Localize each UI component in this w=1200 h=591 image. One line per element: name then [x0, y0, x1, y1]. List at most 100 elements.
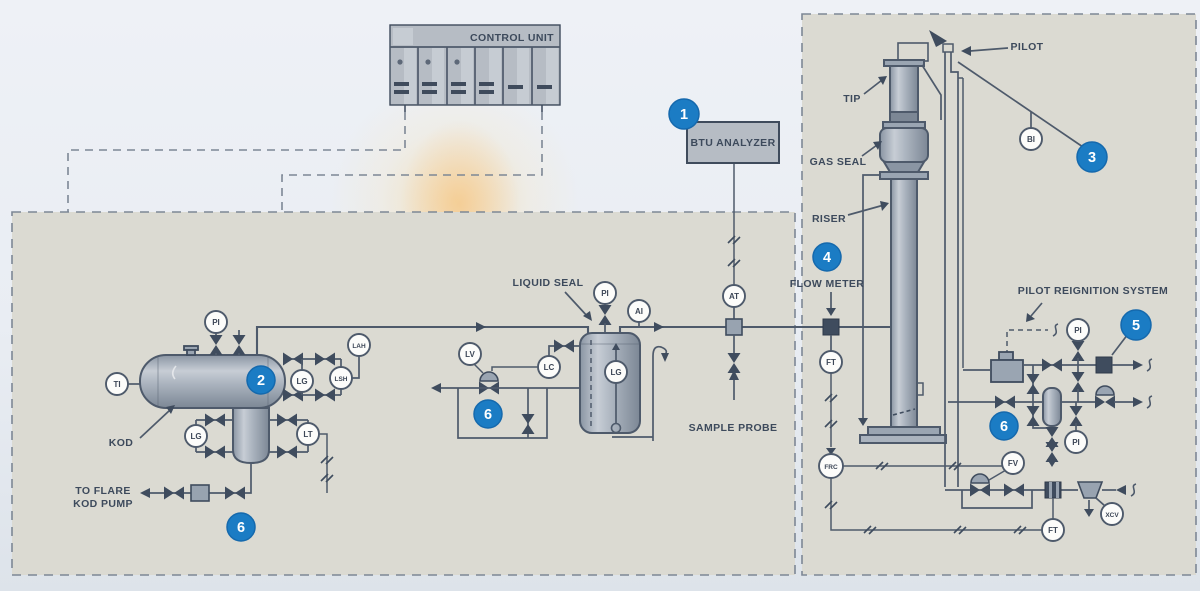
kod-pump-strainer — [190, 484, 210, 502]
svg-text:PI: PI — [1072, 438, 1080, 447]
svg-text:LAH: LAH — [352, 343, 366, 350]
svg-text:LSH: LSH — [335, 376, 348, 383]
svg-text:FV: FV — [1008, 459, 1019, 468]
gas-seal-flange — [879, 171, 929, 180]
instrument-lt: LT — [296, 422, 320, 446]
control-signal-dashed-1 — [67, 112, 406, 212]
main-header — [255, 322, 891, 355]
label-to-flare-line1: TO FLARE — [75, 485, 131, 497]
svg-text:FT: FT — [826, 358, 836, 367]
svg-text:PI: PI — [601, 289, 609, 298]
svg-text:PI: PI — [1074, 326, 1082, 335]
instrument-bi: BI — [1019, 127, 1043, 151]
label-pilot-reignition-system: PILOT REIGNITION SYSTEM — [1018, 285, 1168, 297]
svg-text:FRC: FRC — [824, 464, 838, 471]
instrument-pi-kod: PI — [204, 310, 228, 334]
svg-text:LT: LT — [303, 430, 312, 439]
label-to-flare-line2: KOD PUMP — [73, 498, 133, 510]
svg-text:LG: LG — [190, 432, 201, 441]
callout-badges: 1 2 3 4 5 6 6 6 — [226, 98, 1152, 542]
instrument-at: AT — [722, 284, 746, 308]
label-liquid-seal: LIQUID SEAL — [513, 277, 584, 289]
instruments: TI PI LG LSH LAH LG LT LV LC PI AI LG AT… — [105, 127, 1124, 542]
svg-text:TI: TI — [113, 380, 120, 389]
flare-tip-body — [889, 65, 919, 113]
badge-4-flow-meter: 4 — [812, 242, 842, 272]
svg-text:6: 6 — [1000, 419, 1008, 435]
label-kod: KOD — [109, 437, 134, 449]
instrument-lc: LC — [537, 355, 561, 379]
label-tip: TIP — [843, 93, 861, 105]
instrument-lg-seal: LG — [604, 360, 628, 384]
svg-text:5: 5 — [1132, 318, 1140, 334]
label-flow-meter: FLOW METER — [790, 278, 865, 290]
kod-drum — [128, 330, 360, 502]
liquid-seal-vessel — [579, 332, 641, 434]
ffg-cap — [998, 351, 1014, 361]
riser-body — [890, 178, 918, 428]
label-riser: RISER — [812, 213, 846, 225]
instrument-lah: LAH — [347, 333, 371, 357]
sample-tap-fitting — [725, 318, 743, 336]
svg-text:LC: LC — [544, 363, 555, 372]
liquid-seal — [431, 304, 669, 441]
btu-analyzer: BTU ANALYZER — [686, 121, 780, 285]
reignition-filter — [1095, 356, 1113, 374]
pilot-burner — [942, 43, 954, 53]
flare-stack-zone-box — [801, 13, 1197, 576]
kod-boot — [232, 407, 270, 465]
flow-meter — [822, 292, 840, 455]
badge-6-kod-pump: 6 — [226, 512, 256, 542]
instrument-ft-purge: FT — [1041, 518, 1065, 542]
instrument-fv: FV — [1001, 451, 1025, 475]
badge-5-reignition: 5 — [1120, 309, 1152, 341]
svg-text:BI: BI — [1027, 135, 1035, 144]
riser-base-upper — [867, 426, 941, 436]
svg-text:LG: LG — [296, 377, 307, 386]
control-unit-title: CONTROL UNIT — [470, 32, 554, 44]
svg-text:AI: AI — [635, 307, 643, 316]
flame-front-generator — [990, 359, 1024, 383]
badge-2-kod: 2 — [246, 365, 276, 395]
tip-lower-band — [889, 111, 919, 123]
label-sample-probe: SAMPLE PROBE — [689, 422, 778, 434]
badge-3-pilot-ignition: 3 — [1076, 141, 1108, 173]
badge-6-liquid-seal: 6 — [473, 399, 503, 429]
svg-text:6: 6 — [484, 407, 492, 423]
pilot-reignition-system — [824, 77, 1153, 535]
svg-text:PI: PI — [212, 318, 220, 327]
control-signal-dashed-2 — [281, 112, 543, 212]
control-unit-modules — [394, 47, 558, 105]
instrument-xcv: XCV — [1100, 502, 1124, 526]
instrument-frc: FRC — [818, 453, 844, 479]
instrument-ti: TI — [105, 372, 129, 396]
instrument-ft-main: FT — [819, 350, 843, 374]
flow-meter-element — [822, 318, 840, 336]
svg-text:LG: LG — [610, 368, 621, 377]
svg-text:3: 3 — [1088, 150, 1096, 166]
kod-vessel — [139, 354, 286, 409]
instrument-pi-seal: PI — [593, 281, 617, 305]
svg-text:1: 1 — [680, 107, 688, 123]
btu-analyzer-label: BTU ANALYZER — [690, 137, 775, 149]
control-unit: CONTROL UNIT — [67, 24, 561, 212]
instrument-pi-reignition-1: PI — [1066, 318, 1090, 342]
process-zone-box — [11, 211, 796, 576]
label-gas-seal: GAS SEAL — [810, 156, 867, 168]
svg-text:2: 2 — [257, 373, 265, 389]
sample-probe — [725, 307, 743, 400]
badge-1-btu-analyzer: 1 — [668, 98, 700, 130]
svg-text:XCV: XCV — [1105, 512, 1119, 519]
svg-text:LV: LV — [465, 350, 475, 359]
badge-6-reignition: 6 — [989, 411, 1019, 441]
reignition-pot — [1042, 387, 1062, 427]
instrument-lv: LV — [458, 342, 482, 366]
instrument-lg-boot: LG — [184, 424, 208, 448]
btu-analyzer-box — [686, 121, 780, 164]
instrument-pi-reignition-2: PI — [1064, 430, 1088, 454]
diagram-labels: LIQUID SEAL SAMPLE PROBE FLOW METER PILO… — [73, 41, 1168, 510]
svg-text:FT: FT — [1048, 526, 1058, 535]
svg-text:6: 6 — [237, 520, 245, 536]
